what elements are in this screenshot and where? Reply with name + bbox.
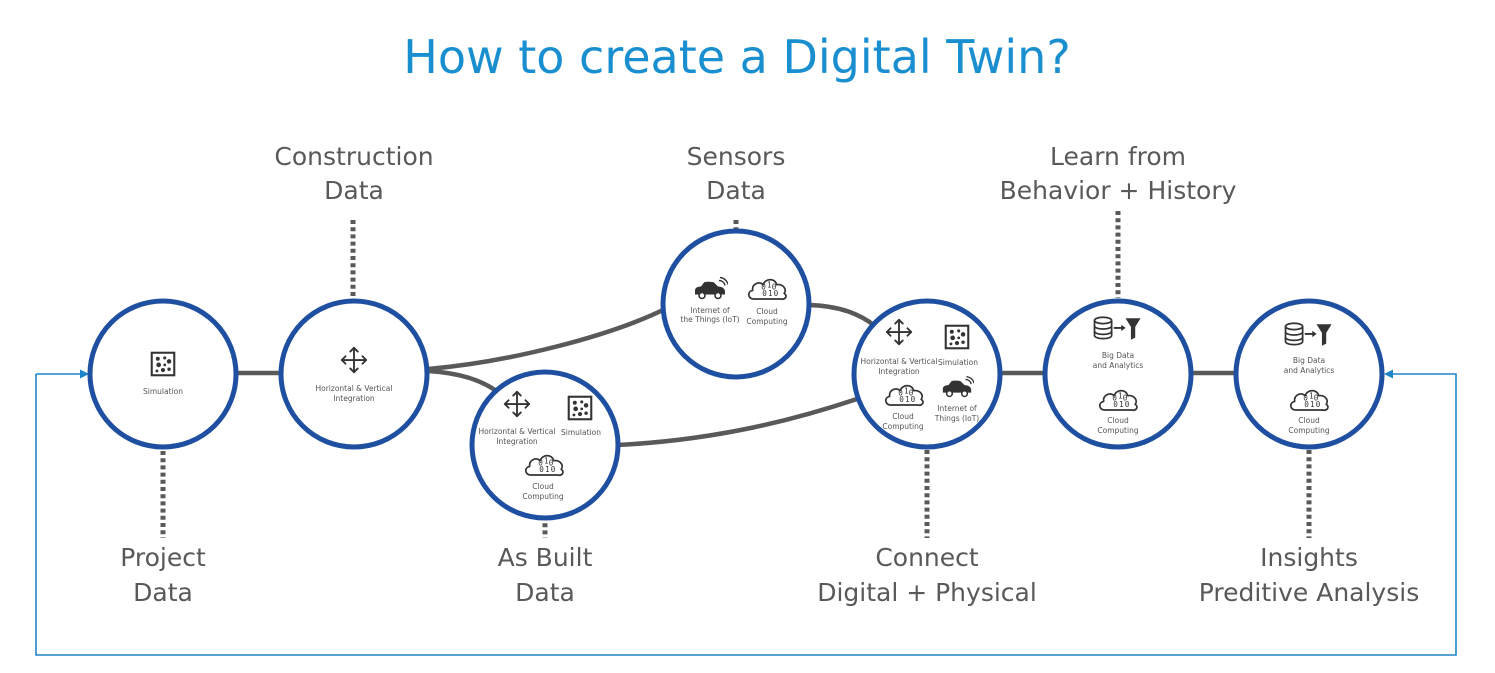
caption-simulation: Simulation: [561, 428, 601, 437]
caption-cloud-line1: Cloud: [1298, 416, 1320, 425]
label-connect-line1: Connect: [875, 543, 979, 572]
label-insights-line2: Preditive Analysis: [1199, 578, 1419, 607]
caption-integration-line1: Horizontal & Vertical: [316, 384, 393, 393]
node-construction: Horizontal & Vertical Integration: [278, 298, 430, 450]
label-learn-line2: Behavior + History: [1000, 176, 1237, 205]
loop-arrowhead-right: [1384, 369, 1393, 379]
caption-simulation: Simulation: [938, 358, 978, 367]
caption-cloud-line2: Computing: [1097, 426, 1138, 435]
connector-asbuilt-connect: [616, 396, 858, 448]
label-insights-line1: Insights: [1260, 543, 1358, 572]
caption-integration-line1: Horizontal & Vertical: [861, 357, 938, 366]
label-connect-line2: Digital + Physical: [817, 578, 1037, 607]
label-sensors-line2: Data: [706, 176, 766, 205]
caption-integration-line2: Integration: [878, 367, 920, 376]
caption-cloud-line1: Cloud: [756, 307, 778, 316]
page-title: How to create a Digital Twin?: [403, 30, 1071, 84]
node-connect: Horizontal & Vertical Integration Simula…: [851, 298, 1003, 450]
caption-cloud-line2: Computing: [522, 492, 563, 501]
node-insights: Big Data and Analytics Cloud Computing: [1233, 298, 1385, 450]
node-project: Simulation: [87, 298, 239, 450]
label-learn-line1: Learn from: [1050, 142, 1186, 171]
node-as-built: Horizontal & Vertical Integration Simula…: [469, 369, 621, 521]
node-sensors: Internet of the Things (IoT) Cloud Compu…: [660, 228, 812, 380]
node-learn: Big Data and Analytics Cloud Computing: [1042, 298, 1194, 450]
caption-bigdata-line1: Big Data: [1293, 356, 1325, 365]
caption-cloud-line2: Computing: [1288, 426, 1329, 435]
connector-construction-asbuilt: [427, 368, 497, 392]
caption-iot-line2: Things (IoT): [934, 414, 980, 423]
label-construction-line2: Data: [324, 176, 384, 205]
caption-cloud-line2: Computing: [746, 317, 787, 326]
caption-iot-line2: the Things (IoT): [680, 315, 739, 324]
label-as-built-line1: As Built: [498, 543, 593, 572]
label-construction-line1: Construction: [274, 142, 433, 171]
caption-simulation: Simulation: [143, 387, 183, 396]
loop-arrowhead-left: [80, 369, 89, 379]
caption-cloud-line1: Cloud: [892, 412, 914, 421]
caption-integration-line2: Integration: [496, 437, 538, 446]
caption-cloud-line2: Computing: [882, 422, 923, 431]
caption-integration-line1: Horizontal & Vertical: [479, 427, 556, 436]
caption-cloud-line1: Cloud: [1107, 416, 1129, 425]
caption-bigdata-line2: and Analytics: [1284, 366, 1335, 375]
caption-iot-line1: Internet of: [690, 306, 730, 315]
caption-cloud-line1: Cloud: [532, 482, 554, 491]
label-project-line2: Data: [133, 578, 193, 607]
connector-sensors-connect: [808, 302, 877, 328]
caption-bigdata-line1: Big Data: [1102, 351, 1134, 360]
label-as-built-line2: Data: [515, 578, 575, 607]
caption-iot-line1: Internet of: [937, 404, 977, 413]
label-project-line1: Project: [120, 543, 206, 572]
label-sensors-line1: Sensors: [687, 142, 786, 171]
caption-integration-line2: Integration: [333, 394, 375, 403]
connector-construction-sensors: [427, 306, 666, 372]
caption-bigdata-line2: and Analytics: [1093, 361, 1144, 370]
feedback-loop-line: [35, 373, 1457, 656]
